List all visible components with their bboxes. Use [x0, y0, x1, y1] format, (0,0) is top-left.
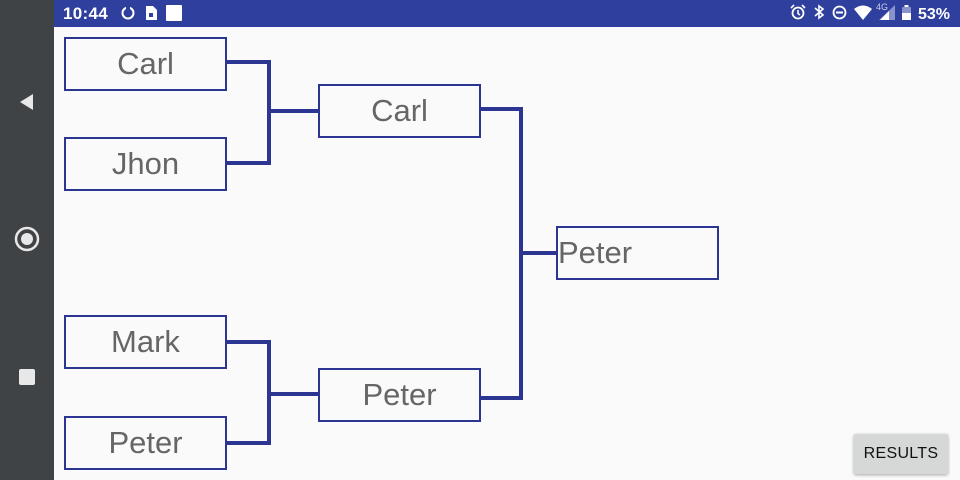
do-not-disturb-icon — [832, 5, 847, 25]
home-icon[interactable] — [0, 219, 54, 259]
cell-signal-icon: 4G — [875, 1, 895, 25]
navigation-bar — [0, 0, 54, 480]
battery-icon — [901, 4, 911, 25]
round1-player-box[interactable]: Carl — [64, 37, 227, 91]
bluetooth-icon — [813, 4, 825, 25]
bracket-connector — [227, 441, 271, 445]
status-bar: 10:44 4G 53% — [54, 0, 960, 27]
sync-icon — [120, 5, 136, 26]
round2-player-box[interactable]: Peter — [318, 368, 481, 422]
round1-player-box[interactable]: Peter — [64, 416, 227, 470]
square-notification-icon — [166, 5, 182, 26]
network-type-label: 4G — [875, 1, 888, 12]
round1-player-box[interactable]: Jhon — [64, 137, 227, 191]
status-time: 10:44 — [63, 4, 108, 23]
bracket-connector — [267, 392, 319, 396]
bracket-connector — [267, 109, 319, 113]
bracket-connector — [227, 340, 271, 344]
wifi-icon — [853, 5, 872, 25]
sim-icon — [144, 5, 158, 26]
winner-box[interactable]: Peter — [556, 226, 719, 280]
bracket-connector — [481, 107, 523, 111]
bracket-connector — [519, 251, 558, 255]
tournament-bracket: Carl Jhon Mark Peter Carl Peter Peter RE… — [54, 27, 960, 480]
alarm-icon — [790, 4, 806, 25]
back-icon[interactable] — [0, 82, 54, 122]
round1-player-box[interactable]: Mark — [64, 315, 227, 369]
bracket-connector — [227, 60, 271, 64]
results-button[interactable]: RESULTS — [854, 434, 948, 474]
recents-icon[interactable] — [0, 357, 54, 397]
bracket-connector — [481, 396, 523, 400]
round2-player-box[interactable]: Carl — [318, 84, 481, 138]
bracket-connector — [227, 161, 271, 165]
battery-percent: 53% — [917, 5, 950, 23]
